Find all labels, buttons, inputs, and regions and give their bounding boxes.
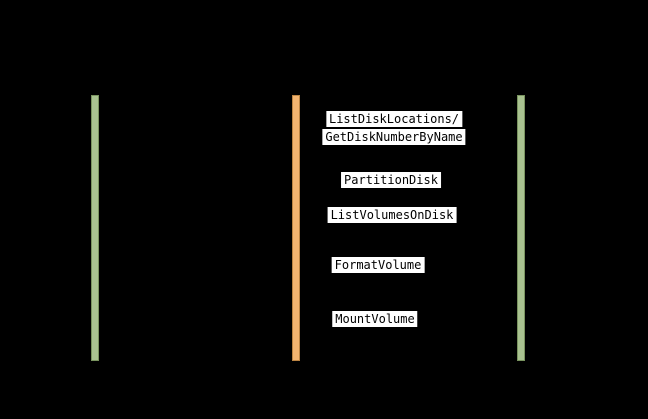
- message-label-partitiondisk: PartitionDisk: [341, 172, 441, 188]
- activation-bar-right: [517, 95, 525, 361]
- activation-bar-middle: [292, 95, 300, 361]
- message-label-listdisklocations-getdisknumberbyname: ListDiskLocations/ GetDiskNumberByName: [322, 111, 466, 145]
- message-text-line2: GetDiskNumberByName: [322, 129, 466, 145]
- message-label-listvolumesondisk: ListVolumesOnDisk: [327, 207, 457, 223]
- message-text-line1: ListDiskLocations/: [325, 111, 463, 127]
- message-label-mountvolume: MountVolume: [332, 311, 418, 327]
- message-label-formatvolume: FormatVolume: [331, 257, 425, 273]
- activation-bar-left: [91, 95, 99, 361]
